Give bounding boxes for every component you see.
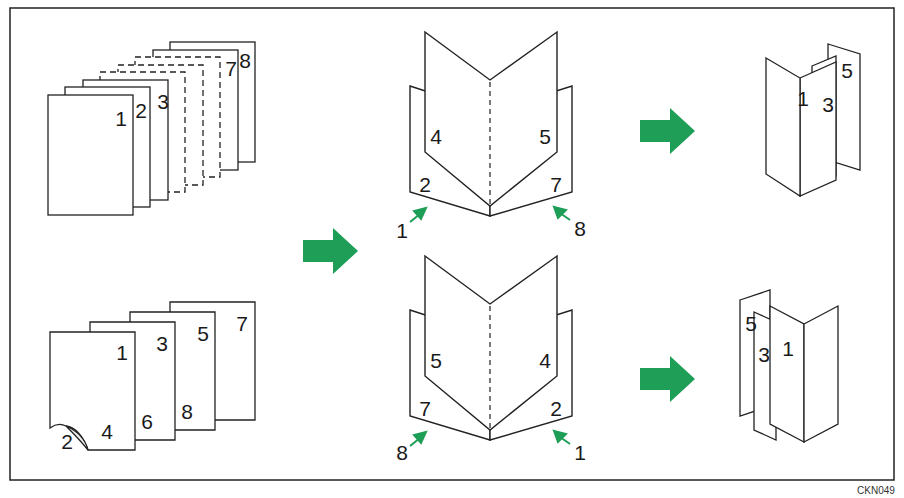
callout-number: 1	[574, 442, 586, 463]
page-number: 3	[156, 333, 168, 354]
page-number: 3	[157, 91, 169, 112]
folded-booklet	[766, 44, 860, 196]
folded-booklet	[740, 290, 838, 442]
page-number: 7	[236, 313, 248, 334]
page-number: 7	[419, 398, 431, 419]
page-number: 5	[430, 350, 442, 371]
page-number: 4	[430, 126, 442, 147]
page-number: 5	[745, 313, 757, 334]
page-number: 2	[550, 398, 562, 419]
callout-arrow	[410, 207, 570, 446]
figure-code: CKN049	[857, 486, 895, 496]
duplex-sheets	[50, 302, 255, 450]
page-number: 2	[419, 174, 431, 195]
page-number: 5	[539, 126, 551, 147]
page-number: 8	[181, 401, 193, 422]
page-number: 6	[141, 411, 153, 432]
page-stack	[48, 42, 255, 215]
callout-number: 8	[396, 442, 408, 463]
page-number: 3	[758, 344, 770, 365]
page-number: 1	[116, 342, 128, 363]
page-number: 2	[61, 431, 73, 452]
page-number: 7	[550, 174, 562, 195]
open-booklet	[410, 32, 572, 216]
page-number: 1	[797, 88, 809, 109]
page-number: 5	[197, 323, 209, 344]
page-number: 8	[239, 50, 251, 71]
open-booklet	[410, 256, 572, 440]
page-number: 3	[822, 94, 834, 115]
page-number: 7	[225, 58, 237, 79]
page-number: 5	[841, 60, 853, 81]
flow-arrow	[303, 108, 695, 402]
page-number: 2	[135, 100, 147, 121]
page-number: 4	[101, 421, 113, 442]
page-number: 1	[115, 108, 127, 129]
page-number: 1	[782, 338, 794, 359]
callout-number: 1	[396, 220, 408, 241]
frame	[10, 8, 894, 480]
page-number: 4	[539, 350, 551, 371]
callout-number: 8	[574, 218, 586, 239]
